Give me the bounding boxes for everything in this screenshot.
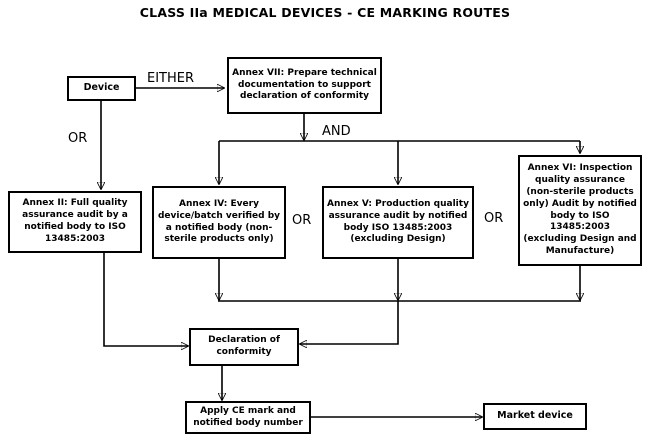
node-annex-vii[interactable]: Annex VII: Prepare technical documentati… [227,57,382,114]
label-and: AND [322,124,351,139]
label-or-device-annex-ii: OR [68,131,88,146]
node-apply-ce-mark[interactable]: Apply CE mark and notified body number [185,401,311,434]
node-annex-iv[interactable]: Annex IV: Every device/batch verified by… [152,186,286,259]
label-or-annex-iv-annex-v: OR [292,213,312,228]
label-either: EITHER [147,71,195,86]
node-device[interactable]: Device [67,76,136,101]
label-or-annex-v-annex-vi: OR [484,211,504,226]
node-annex-ii[interactable]: Annex II: Full quality assurance audit b… [8,191,142,253]
node-declaration-of-conformity[interactable]: Declaration of conformity [189,328,299,366]
node-annex-vi[interactable]: Annex VI: Inspection quality assurance (… [518,155,642,266]
node-market-device[interactable]: Market device [483,403,587,430]
node-annex-v[interactable]: Annex V: Production quality assurance au… [322,186,474,259]
page-title: CLASS IIa MEDICAL DEVICES - CE MARKING R… [139,5,511,20]
